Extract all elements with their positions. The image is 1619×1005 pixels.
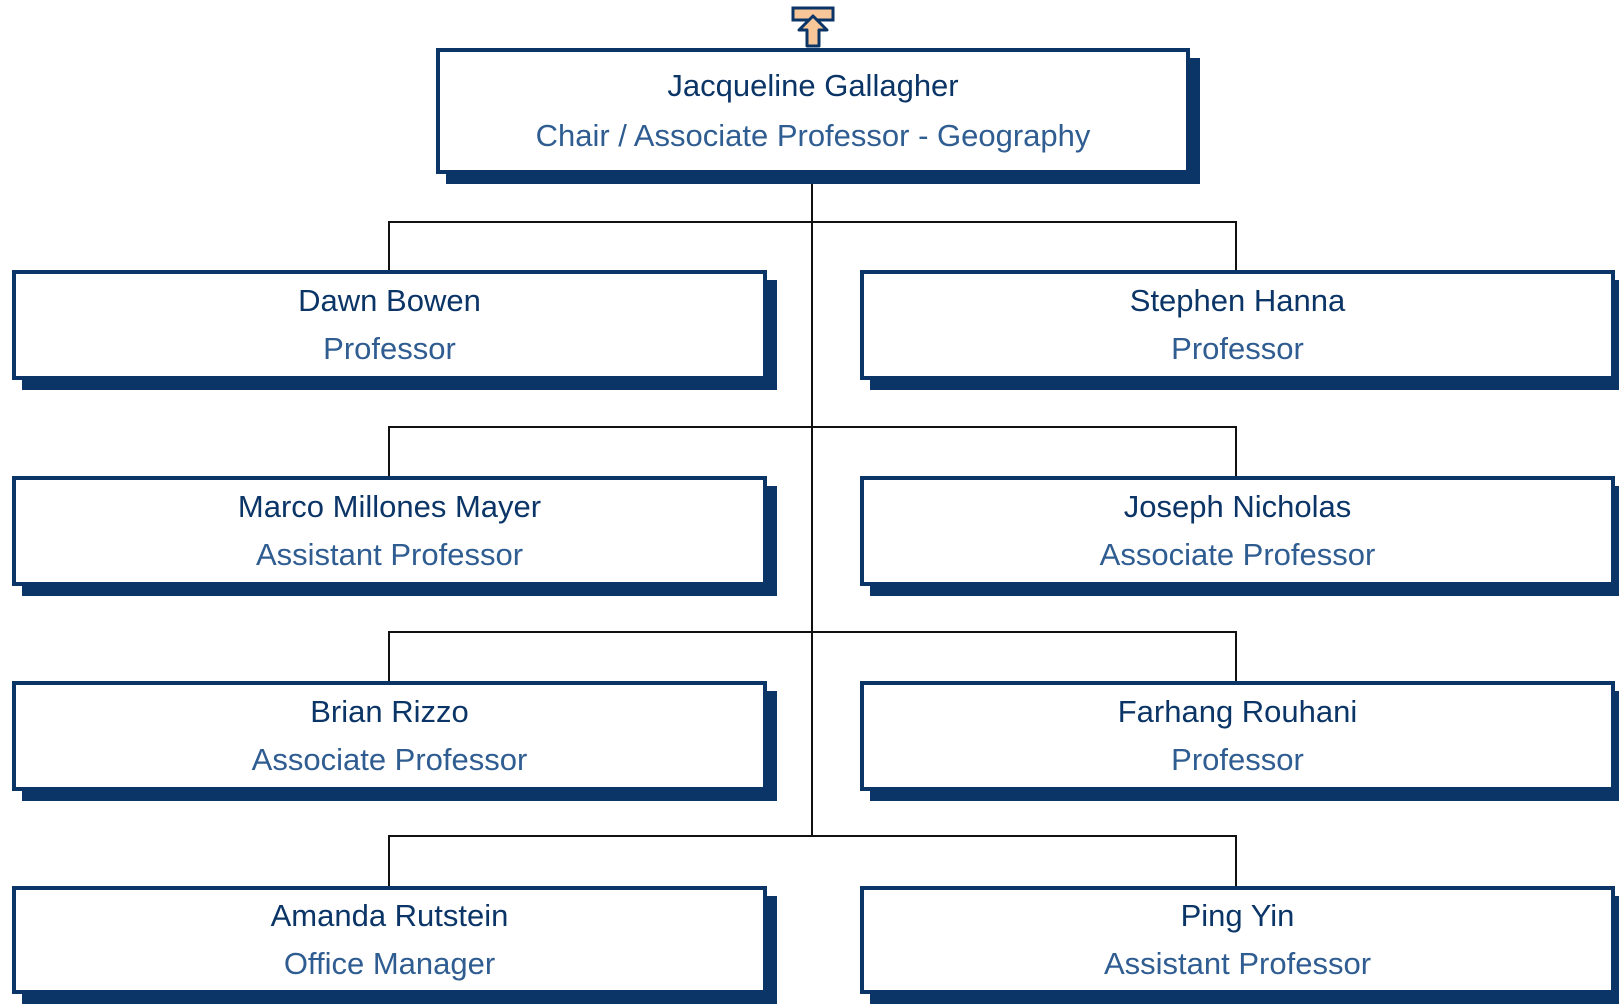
node-dawn-bowen[interactable]: Dawn Bowen Professor bbox=[12, 270, 767, 380]
node-name: Ping Yin bbox=[1180, 898, 1295, 933]
node-name: Brian Rizzo bbox=[310, 694, 469, 729]
node-role: Professor bbox=[1171, 742, 1304, 777]
node-name: Stephen Hanna bbox=[1129, 283, 1346, 318]
node-joseph-nicholas[interactable]: Joseph Nicholas Associate Professor bbox=[860, 476, 1615, 586]
node-marco-millones-mayer[interactable]: Marco Millones Mayer Assistant Professor bbox=[12, 476, 767, 586]
node-name: Dawn Bowen bbox=[298, 283, 481, 318]
node-name: Farhang Rouhani bbox=[1117, 694, 1358, 729]
node-role: Office Manager bbox=[283, 946, 496, 981]
node-amanda-rutstein[interactable]: Amanda Rutstein Office Manager bbox=[12, 886, 767, 994]
node-role: Associate Professor bbox=[251, 742, 528, 777]
node-brian-rizzo[interactable]: Brian Rizzo Associate Professor bbox=[12, 681, 767, 791]
branch-row-2 bbox=[388, 426, 1237, 478]
branch-row-1 bbox=[388, 221, 1237, 272]
node-role: Associate Professor bbox=[1099, 537, 1376, 572]
up-arrow-icon bbox=[791, 6, 835, 48]
node-role: Assistant Professor bbox=[1103, 946, 1372, 981]
branch-row-4 bbox=[388, 835, 1237, 888]
node-role: Professor bbox=[323, 331, 456, 366]
node-name: Jacqueline Gallagher bbox=[667, 68, 959, 103]
node-role: Assistant Professor bbox=[255, 537, 524, 572]
node-role: Professor bbox=[1171, 331, 1304, 366]
node-role: Chair / Associate Professor - Geography bbox=[535, 118, 1091, 153]
navigate-up-button[interactable] bbox=[791, 6, 835, 48]
branch-row-3 bbox=[388, 631, 1237, 683]
node-stephen-hanna[interactable]: Stephen Hanna Professor bbox=[860, 270, 1615, 380]
node-name: Joseph Nicholas bbox=[1123, 489, 1352, 524]
node-ping-yin[interactable]: Ping Yin Assistant Professor bbox=[860, 886, 1615, 994]
node-name: Amanda Rutstein bbox=[270, 898, 509, 933]
node-name: Marco Millones Mayer bbox=[237, 489, 542, 524]
node-root[interactable]: Jacqueline Gallagher Chair / Associate P… bbox=[436, 48, 1190, 174]
node-farhang-rouhani[interactable]: Farhang Rouhani Professor bbox=[860, 681, 1615, 791]
